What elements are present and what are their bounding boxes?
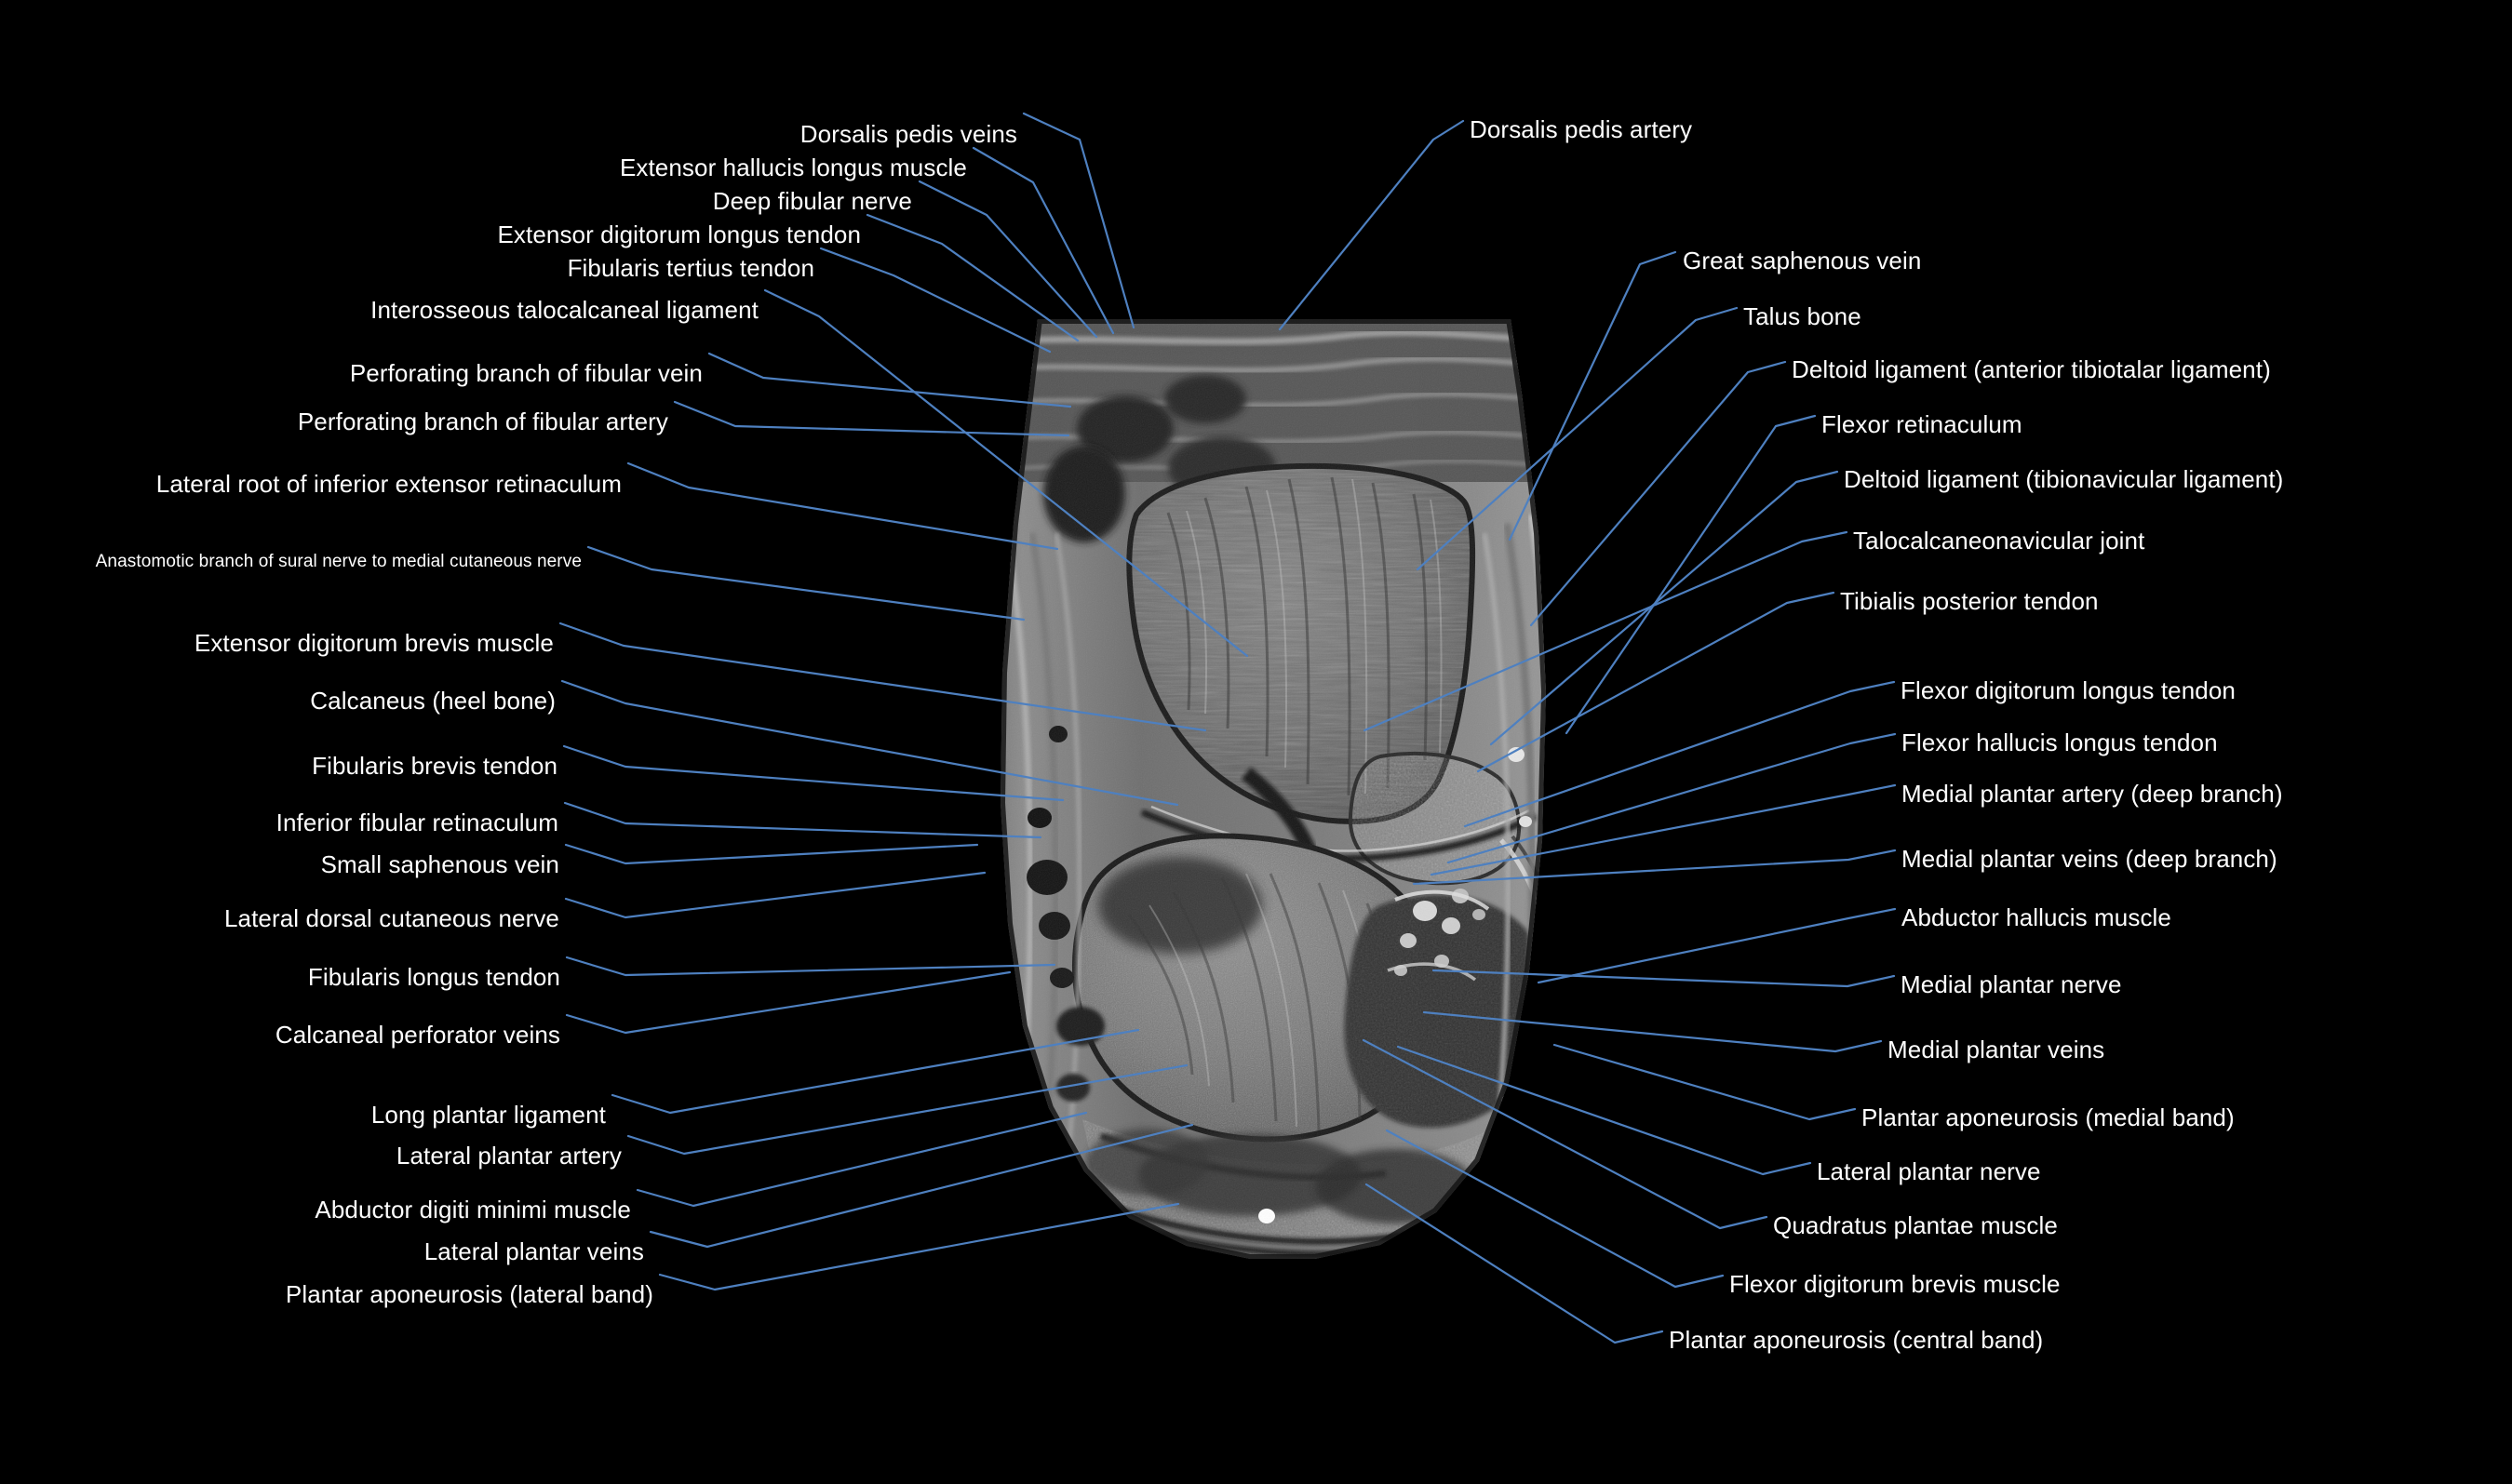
label-lateral-plantar-artery: Lateral plantar artery xyxy=(396,1142,622,1170)
label-deep-fibular-nerve: Deep fibular nerve xyxy=(712,187,912,215)
label-lateral-dorsal-cutaneous-nerve: Lateral dorsal cutaneous nerve xyxy=(223,904,559,932)
label-talocalcaneonavicular-joint: Talocalcaneonavicular joint xyxy=(1853,527,2145,555)
label-dorsalis-pedis-artery: Dorsalis pedis artery xyxy=(1470,115,1693,143)
label-perforating-branch-of-fibular-vein: Perforating branch of fibular vein xyxy=(349,359,703,387)
label-abductor-digiti-minimi-muscle: Abductor digiti minimi muscle xyxy=(315,1196,631,1223)
label-tibialis-posterior-tendon: Tibialis posterior tendon xyxy=(1840,587,2099,615)
label-plantar-aponeurosis-lateral-band: Plantar aponeurosis (lateral band) xyxy=(285,1280,653,1308)
leader-deep-fibular-nerve xyxy=(918,180,1098,339)
label-great-saphenous-vein: Great saphenous vein xyxy=(1683,247,1922,274)
label-medial-plantar-veins-deep-branch: Medial plantar veins (deep branch) xyxy=(1901,845,2277,873)
label-flexor-digitorum-brevis-muscle: Flexor digitorum brevis muscle xyxy=(1729,1270,2061,1298)
leader-dorsalis-pedis-veins xyxy=(1022,112,1135,329)
label-deltoid-ligament-anterior-tibiotalar: Deltoid ligament (anterior tibiotalar li… xyxy=(1792,355,2271,383)
label-medial-plantar-artery-deep-branch: Medial plantar artery (deep branch) xyxy=(1901,780,2283,808)
label-talus-bone: Talus bone xyxy=(1743,302,1861,330)
leader-extensor-hallucis-longus-muscle xyxy=(972,146,1115,335)
mri-scan-graphic xyxy=(943,319,1605,1261)
label-fibularis-longus-tendon: Fibularis longus tendon xyxy=(307,963,560,991)
label-anastomotic-branch-of-sural-nerve: Anastomotic branch of sural nerve to med… xyxy=(95,552,582,571)
label-lateral-plantar-nerve: Lateral plantar nerve xyxy=(1817,1157,2041,1185)
label-flexor-hallucis-longus-tendon: Flexor hallucis longus tendon xyxy=(1901,729,2218,756)
label-flexor-retinaculum: Flexor retinaculum xyxy=(1821,410,2022,438)
label-dorsalis-pedis-veins: Dorsalis pedis veins xyxy=(799,120,1017,148)
label-fibularis-brevis-tendon: Fibularis brevis tendon xyxy=(312,752,557,780)
label-abductor-hallucis-muscle: Abductor hallucis muscle xyxy=(1901,903,2171,931)
label-medial-plantar-veins: Medial plantar veins xyxy=(1887,1036,2105,1063)
label-extensor-hallucis-longus-muscle: Extensor hallucis longus muscle xyxy=(619,154,967,181)
leader-small-saphenous-vein xyxy=(564,843,979,865)
label-extensor-digitorum-longus-tendon: Extensor digitorum longus tendon xyxy=(497,221,861,248)
label-inferior-fibular-retinaculum: Inferior fibular retinaculum xyxy=(275,809,558,836)
label-lateral-plantar-veins: Lateral plantar veins xyxy=(423,1237,644,1265)
label-perforating-branch-of-fibular-artery: Perforating branch of fibular artery xyxy=(297,408,668,435)
label-plantar-aponeurosis-medial-band: Plantar aponeurosis (medial band) xyxy=(1861,1103,2235,1131)
label-deltoid-ligament-tibionavicular: Deltoid ligament (tibionavicular ligamen… xyxy=(1844,465,2284,493)
label-flexor-digitorum-longus-tendon: Flexor digitorum longus tendon xyxy=(1901,676,2236,704)
leader-dorsalis-pedis-artery xyxy=(1278,119,1465,331)
leader-lateral-dorsal-cutaneous-nerve xyxy=(564,871,987,919)
coronal-mri-ankle-foot-image xyxy=(943,319,1605,1261)
label-plantar-aponeurosis-central-band: Plantar aponeurosis (central band) xyxy=(1669,1326,2044,1354)
label-quadratus-plantae-muscle: Quadratus plantae muscle xyxy=(1773,1211,2058,1239)
label-medial-plantar-nerve: Medial plantar nerve xyxy=(1901,970,2122,998)
label-interosseous-talocalcaneal-ligament: Interosseous talocalcaneal ligament xyxy=(370,296,759,324)
label-fibularis-tertius-tendon: Fibularis tertius tendon xyxy=(567,254,814,282)
label-calcaneal-perforator-veins: Calcaneal perforator veins xyxy=(275,1021,560,1049)
label-small-saphenous-vein: Small saphenous vein xyxy=(320,850,559,878)
label-extensor-digitorum-brevis-muscle: Extensor digitorum brevis muscle xyxy=(194,629,554,657)
label-long-plantar-ligament: Long plantar ligament xyxy=(370,1101,606,1129)
label-calcaneus-heel-bone: Calcaneus (heel bone) xyxy=(310,687,556,715)
label-lateral-root-of-inferior-extensor-retinaculum: Lateral root of inferior extensor retina… xyxy=(155,470,622,498)
